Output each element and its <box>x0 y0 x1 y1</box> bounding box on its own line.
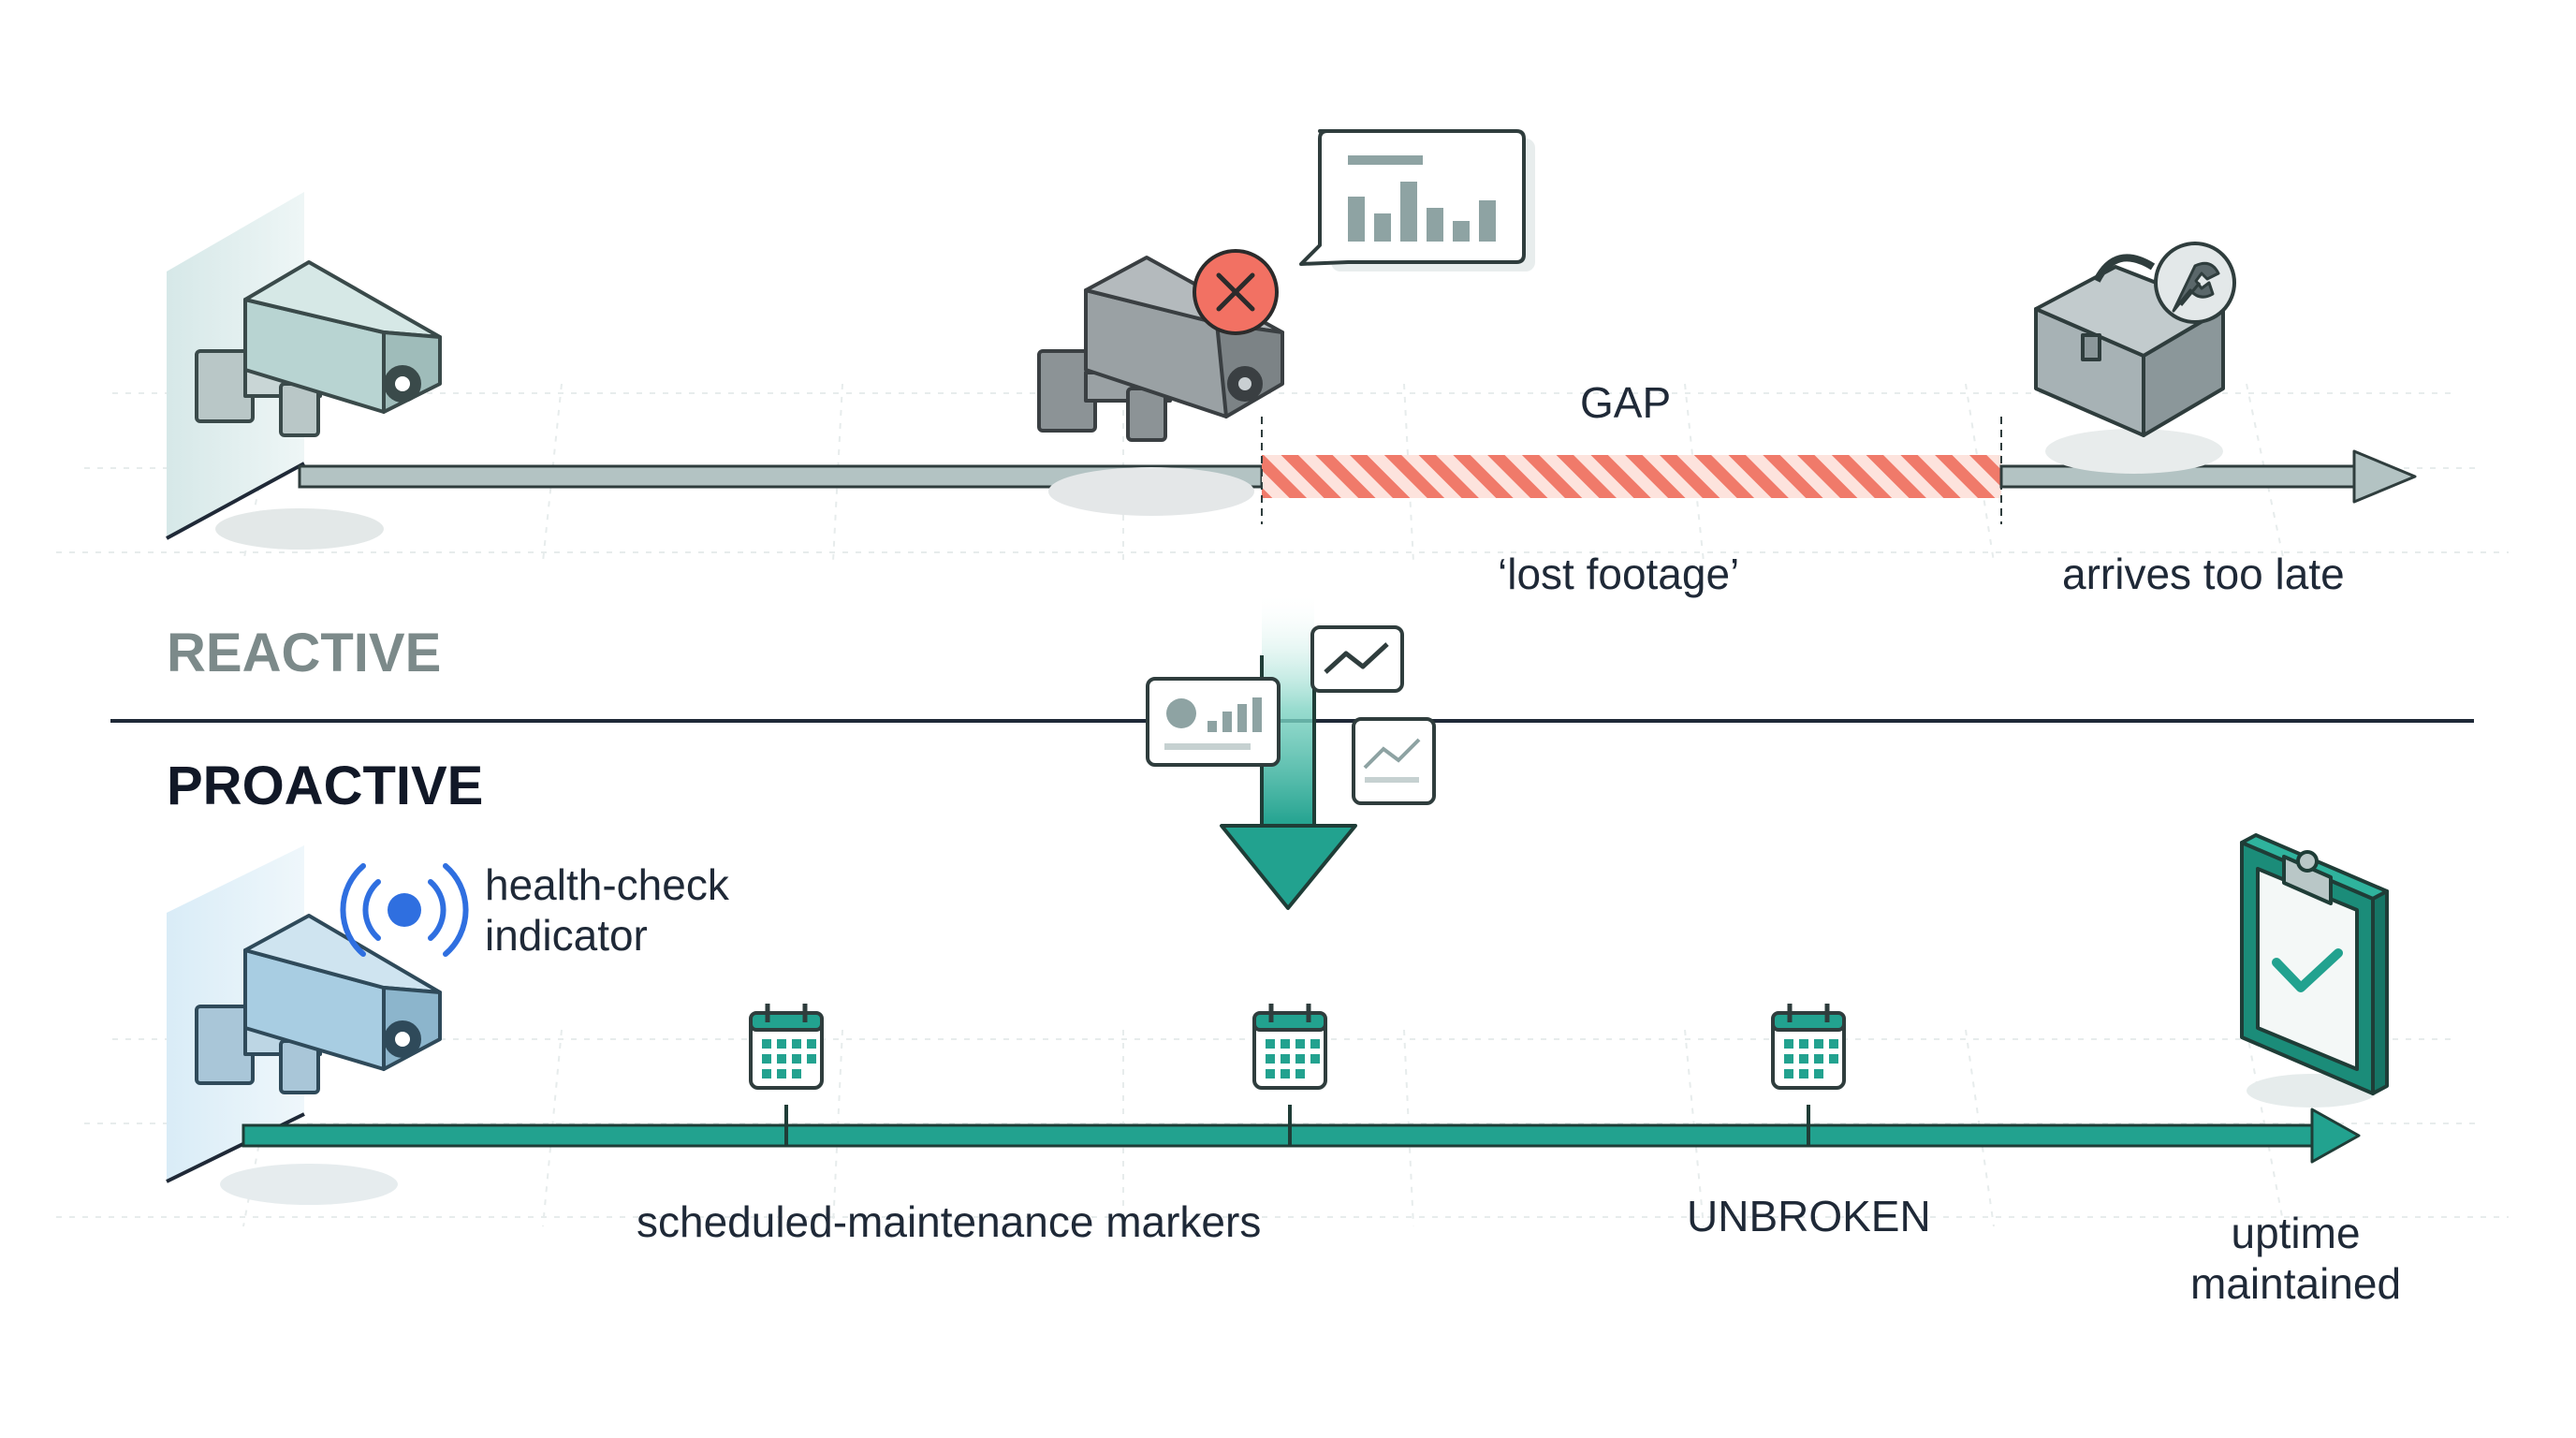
reactive-timeline <box>298 417 2417 524</box>
calendar-icon <box>1252 1004 1327 1090</box>
health-check-label: health-check indicator <box>485 859 729 961</box>
arrives-too-late-label: arrives too late <box>2062 550 2345 598</box>
uptime-line1: uptime <box>2231 1209 2361 1257</box>
calendar-icon <box>1771 1004 1846 1090</box>
analytics-card-icon <box>1146 625 1436 805</box>
clipboard-check-icon <box>2240 833 2389 1108</box>
proactive-heading: PROACTIVE <box>167 756 484 816</box>
signal-broadcast-icon <box>340 863 469 957</box>
unbroken-label: UNBROKEN <box>1687 1192 1931 1240</box>
proactive-camera-icon <box>195 914 442 1094</box>
chart-speech-bubble-icon <box>1299 129 1535 271</box>
proactive-arrowhead <box>2310 1108 2361 1164</box>
camera-shadow <box>215 508 384 550</box>
uptime-line2: maintained <box>2190 1259 2402 1309</box>
reactive-heading: REACTIVE <box>167 623 442 683</box>
failed-camera-shadow <box>1048 467 1254 516</box>
failed-camera-icon <box>1037 256 1284 442</box>
gap-segment <box>1262 455 2001 498</box>
toolbox-wrench-icon <box>2034 242 2236 474</box>
proactive-timeline <box>242 1105 2361 1164</box>
security-camera-icon <box>195 260 442 437</box>
uptime-label: uptime maintained <box>2190 1208 2401 1310</box>
health-check-line1: health-check <box>485 860 729 909</box>
maintenance-markers-label: scheduled-maintenance markers <box>637 1197 1262 1246</box>
health-check-line2: indicator <box>485 911 648 961</box>
timeline-arrowhead <box>2352 449 2417 504</box>
error-x-icon <box>1193 249 1279 335</box>
lost-footage-label: ‘lost footage’ <box>1498 550 1740 598</box>
calendar-icon <box>749 1004 824 1090</box>
proactive-camera-shadow <box>220 1164 398 1205</box>
gap-label: GAP <box>1580 378 1672 427</box>
